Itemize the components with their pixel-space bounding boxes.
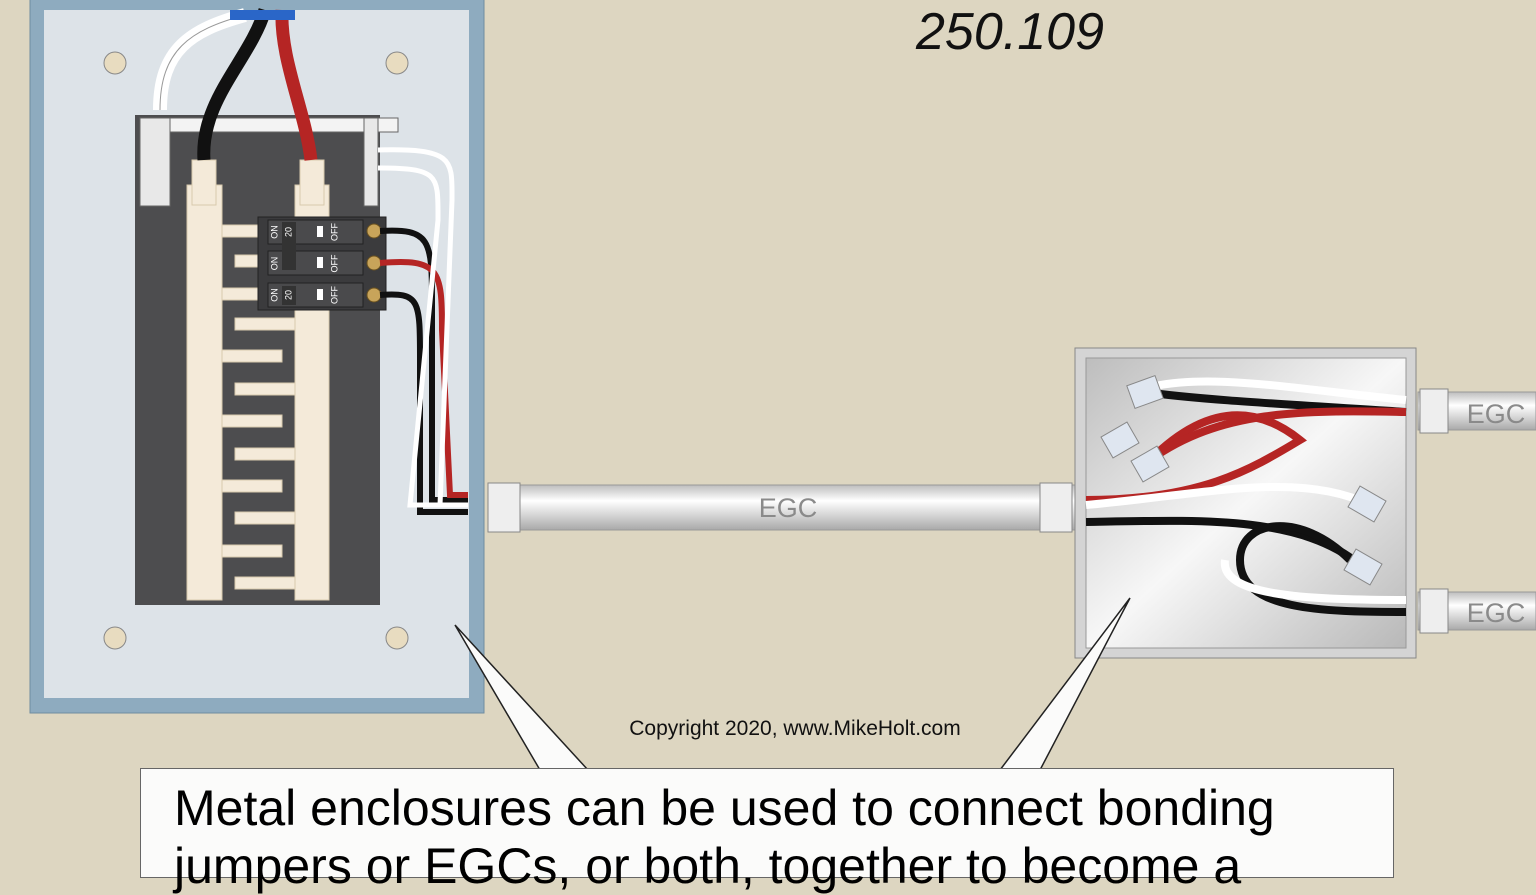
callout-box: Metal enclosures can be used to connect … xyxy=(140,768,1394,894)
callout-pointers xyxy=(454,597,1131,771)
copyright-text: Copyright 2020, www.MikeHolt.com xyxy=(629,717,961,740)
callout-line-2: jumpers or EGCs, or both, together to be… xyxy=(174,838,1242,894)
conduit-egc-right-top: EGC xyxy=(1417,388,1536,434)
egc-label-top: EGC xyxy=(1467,399,1526,429)
conduit-egc-right-bottom: EGC xyxy=(1417,588,1536,634)
junction-box xyxy=(1074,347,1417,659)
section-title: 250.109 xyxy=(916,3,1104,61)
breaker-off-label: OFF xyxy=(329,286,339,304)
callout-line-1: Metal enclosures can be used to connect … xyxy=(174,780,1275,836)
breaker-stack xyxy=(257,216,387,311)
breaker-rating-label: 20 xyxy=(283,290,293,300)
panelboard xyxy=(29,0,485,714)
panel-screw-icon xyxy=(103,51,409,650)
breaker-off-label: OFF xyxy=(329,223,339,241)
egc-label-bottom: EGC xyxy=(1467,598,1526,628)
breaker-off-label: OFF xyxy=(329,254,339,272)
conduit-egc-label: EGC xyxy=(759,493,818,523)
conduit-egc: EGC xyxy=(487,482,1076,533)
breaker-on-label: ON xyxy=(269,288,279,302)
breaker-rating-label: 20 xyxy=(283,227,293,237)
breaker-on-label: ON xyxy=(269,257,279,271)
breaker-on-label: ON xyxy=(269,225,279,239)
